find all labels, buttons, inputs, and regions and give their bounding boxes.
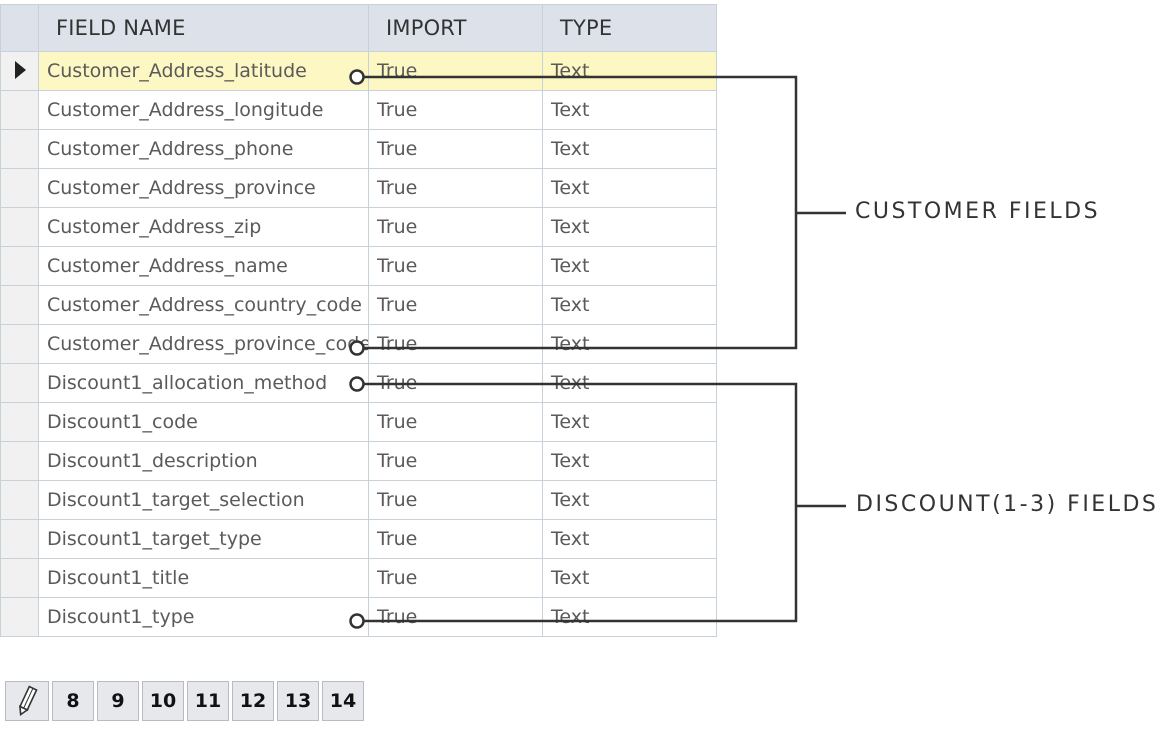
- import-cell[interactable]: True: [368, 480, 543, 520]
- type-cell[interactable]: Text: [542, 402, 717, 442]
- field-grid: FIELD NAME IMPORT TYPE Customer_Address_…: [0, 4, 717, 637]
- row-selector[interactable]: [0, 441, 39, 481]
- current-row-arrow-icon: [15, 60, 26, 79]
- row-selector[interactable]: [0, 402, 39, 442]
- type-cell[interactable]: Text: [542, 90, 717, 130]
- field-name-cell[interactable]: Discount1_target_type: [38, 519, 369, 559]
- page-button[interactable]: 8: [52, 681, 94, 721]
- import-cell[interactable]: True: [368, 558, 543, 598]
- column-header-import[interactable]: IMPORT: [368, 4, 543, 52]
- type-cell[interactable]: Text: [542, 558, 717, 598]
- import-cell[interactable]: True: [368, 519, 543, 559]
- type-cell[interactable]: Text: [542, 363, 717, 403]
- pencil-icon: [18, 685, 38, 717]
- import-cell[interactable]: True: [368, 168, 543, 208]
- field-name-cell[interactable]: Discount1_type: [38, 597, 369, 637]
- column-header-field-name[interactable]: FIELD NAME: [38, 4, 369, 52]
- row-selector[interactable]: [0, 129, 39, 169]
- column-header-type[interactable]: TYPE: [542, 4, 717, 52]
- type-cell[interactable]: Text: [542, 519, 717, 559]
- import-cell[interactable]: True: [368, 51, 543, 91]
- import-cell[interactable]: True: [368, 207, 543, 247]
- field-name-cell[interactable]: Customer_Address_name: [38, 246, 369, 286]
- field-name-cell[interactable]: Discount1_allocation_method: [38, 363, 369, 403]
- row-selector[interactable]: [0, 480, 39, 520]
- field-name-cell[interactable]: Customer_Address_country_code: [38, 285, 369, 325]
- import-cell[interactable]: True: [368, 363, 543, 403]
- import-cell[interactable]: True: [368, 90, 543, 130]
- row-selector[interactable]: [0, 285, 39, 325]
- page-button[interactable]: 10: [142, 681, 184, 721]
- type-cell[interactable]: Text: [542, 324, 717, 364]
- row-selector[interactable]: [0, 558, 39, 598]
- import-cell[interactable]: True: [368, 285, 543, 325]
- field-name-cell[interactable]: Customer_Address_longitude: [38, 90, 369, 130]
- field-name-cell[interactable]: Discount1_description: [38, 441, 369, 481]
- type-cell[interactable]: Text: [542, 285, 717, 325]
- type-cell[interactable]: Text: [542, 246, 717, 286]
- row-selector[interactable]: [0, 519, 39, 559]
- field-name-cell[interactable]: Customer_Address_phone: [38, 129, 369, 169]
- row-selector[interactable]: [0, 324, 39, 364]
- row-selector[interactable]: [0, 90, 39, 130]
- field-name-cell[interactable]: Discount1_target_selection: [38, 480, 369, 520]
- type-cell[interactable]: Text: [542, 441, 717, 481]
- row-selector[interactable]: [0, 51, 39, 91]
- import-cell[interactable]: True: [368, 129, 543, 169]
- type-cell[interactable]: Text: [542, 480, 717, 520]
- type-cell[interactable]: Text: [542, 168, 717, 208]
- grid-corner-cell: [0, 4, 39, 52]
- type-cell[interactable]: Text: [542, 207, 717, 247]
- row-selector[interactable]: [0, 207, 39, 247]
- field-name-cell[interactable]: Discount1_code: [38, 402, 369, 442]
- type-cell[interactable]: Text: [542, 51, 717, 91]
- grid-header-row: FIELD NAME IMPORT TYPE: [0, 4, 717, 52]
- row-selector[interactable]: [0, 363, 39, 403]
- import-cell[interactable]: True: [368, 402, 543, 442]
- row-selector[interactable]: [0, 597, 39, 637]
- page-button[interactable]: 12: [232, 681, 274, 721]
- field-name-cell[interactable]: Customer_Address_province_code: [38, 324, 369, 364]
- page-button[interactable]: 14: [322, 681, 364, 721]
- field-name-cell[interactable]: Customer_Address_province: [38, 168, 369, 208]
- type-cell[interactable]: Text: [542, 597, 717, 637]
- row-selector[interactable]: [0, 168, 39, 208]
- import-cell[interactable]: True: [368, 441, 543, 481]
- import-cell[interactable]: True: [368, 324, 543, 364]
- row-selector[interactable]: [0, 246, 39, 286]
- field-name-cell[interactable]: Customer_Address_latitude: [38, 51, 369, 91]
- field-name-cell[interactable]: Discount1_title: [38, 558, 369, 598]
- field-name-cell[interactable]: Customer_Address_zip: [38, 207, 369, 247]
- type-cell[interactable]: Text: [542, 129, 717, 169]
- import-cell[interactable]: True: [368, 246, 543, 286]
- edit-button[interactable]: [5, 681, 49, 721]
- discount-fields-label: DISCOUNT(1-3) FIELDS: [856, 492, 1159, 517]
- customer-fields-label: CUSTOMER FIELDS: [855, 199, 1101, 224]
- page-button[interactable]: 11: [187, 681, 229, 721]
- page-button[interactable]: 9: [97, 681, 139, 721]
- page-button[interactable]: 13: [277, 681, 319, 721]
- import-cell[interactable]: True: [368, 597, 543, 637]
